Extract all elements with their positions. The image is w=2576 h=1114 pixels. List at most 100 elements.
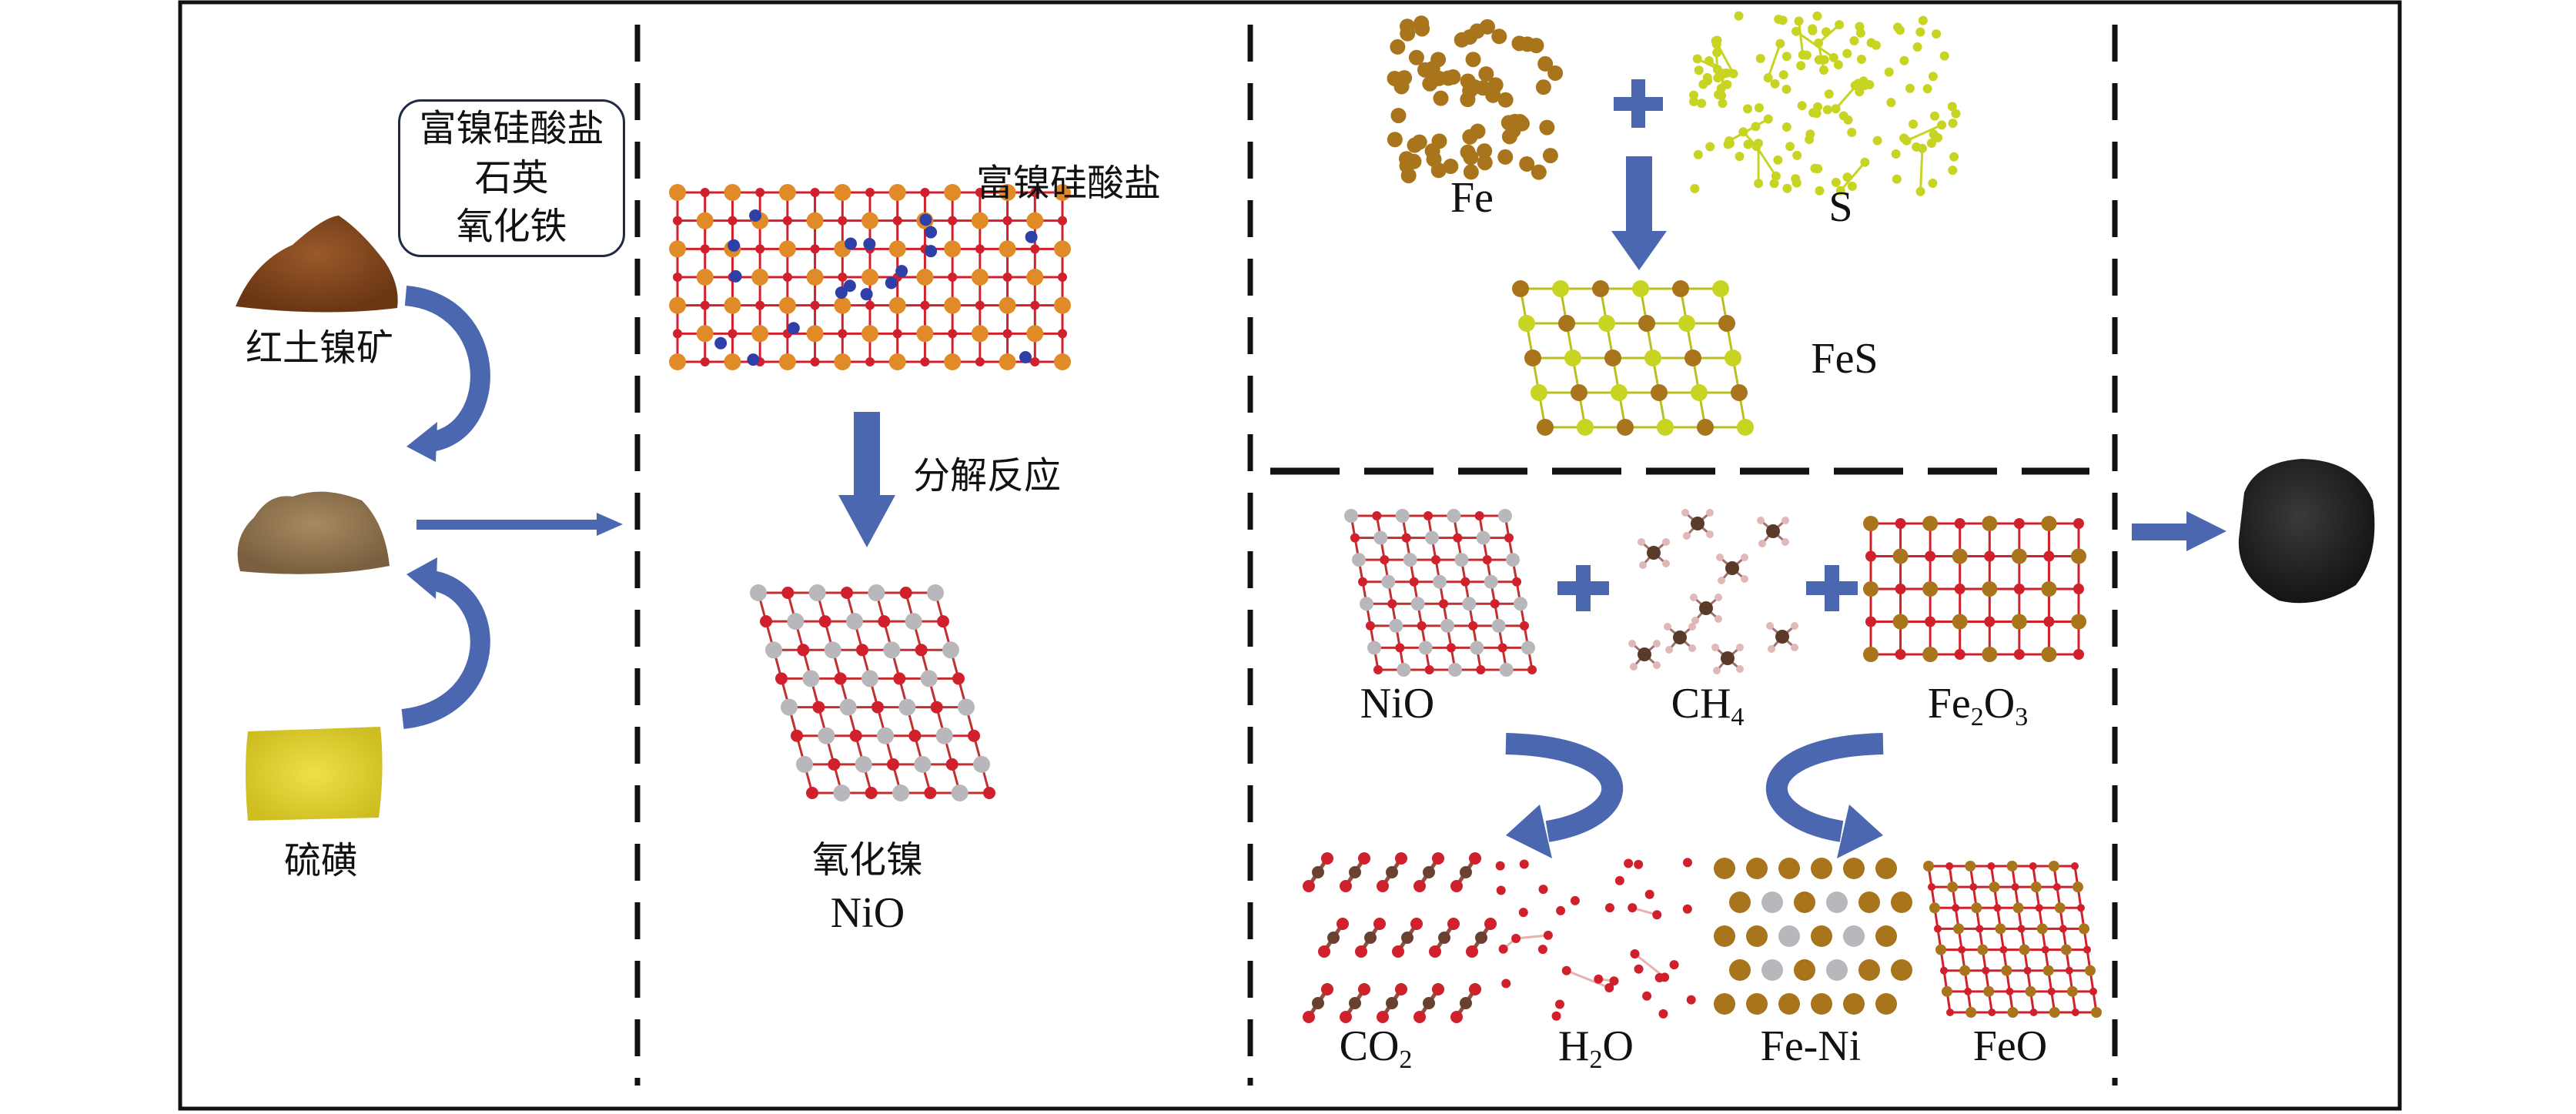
atom <box>1719 69 1729 79</box>
atom <box>1705 142 1715 152</box>
atom <box>948 216 958 226</box>
atom <box>1642 991 1652 1001</box>
atom <box>1761 892 1783 913</box>
atom <box>838 273 848 282</box>
atom <box>865 357 875 366</box>
atom <box>1686 995 1696 1005</box>
atom <box>1865 616 1876 627</box>
atom <box>2071 548 2086 564</box>
atom <box>1430 70 1447 86</box>
atom <box>1543 930 1553 940</box>
atom <box>1475 80 1491 96</box>
atom <box>673 329 682 339</box>
atom <box>944 353 962 370</box>
atom <box>1439 599 1448 609</box>
atom <box>1746 925 1768 947</box>
atom <box>1926 139 1936 149</box>
atom <box>1499 663 1514 677</box>
atom <box>673 273 682 282</box>
atom <box>846 613 863 631</box>
atom <box>808 584 826 601</box>
atom <box>1617 419 1634 436</box>
atom <box>1909 119 1919 129</box>
atom <box>871 701 884 714</box>
mineral-item: 富镍硅酸盐 <box>419 107 604 151</box>
atom <box>1349 997 1361 1009</box>
atom <box>1490 599 1500 609</box>
atom <box>1769 179 1779 189</box>
atom <box>1634 964 1644 974</box>
atom <box>893 672 906 685</box>
atom <box>1337 918 1349 930</box>
atom <box>1644 350 1661 366</box>
atom <box>1766 524 1780 538</box>
atom <box>1734 11 1744 21</box>
atom <box>892 784 909 801</box>
atom <box>1380 555 1390 565</box>
atom <box>1002 329 1012 339</box>
atom <box>669 184 686 201</box>
atom <box>1355 945 1367 958</box>
atom <box>1691 517 1705 530</box>
atom <box>1725 350 1741 366</box>
atom <box>927 584 944 601</box>
atom <box>1826 892 1848 913</box>
atom <box>1519 36 1535 52</box>
atom <box>1518 908 1528 918</box>
atom <box>1054 353 1071 370</box>
atom <box>700 244 710 254</box>
atom <box>1697 99 1707 109</box>
atom <box>1672 280 1689 297</box>
laterite-powder-image <box>236 216 398 313</box>
atom <box>1514 597 1527 611</box>
atom <box>1886 98 1896 108</box>
atom <box>1477 155 1493 171</box>
atom <box>1303 880 1315 892</box>
atom <box>1512 577 1521 587</box>
atom <box>1802 50 1812 60</box>
atom <box>729 269 742 283</box>
reaction-label: 分解反应 <box>912 454 1062 497</box>
atom <box>861 269 878 286</box>
atom <box>1662 560 1670 567</box>
atom <box>1519 859 1529 869</box>
atom <box>724 184 741 201</box>
atom <box>860 288 873 301</box>
atom <box>765 641 782 659</box>
atom <box>2011 883 2019 892</box>
atom <box>1928 72 1938 82</box>
atom <box>2013 649 2025 660</box>
arrow-to-product-shaft <box>2132 524 2190 540</box>
atom <box>1683 532 1691 540</box>
atom <box>1925 550 1936 562</box>
atom <box>883 641 901 659</box>
atom <box>1054 240 1071 258</box>
atom <box>1644 889 1654 899</box>
atom <box>865 188 875 197</box>
atom <box>1929 902 1940 914</box>
atom <box>1665 646 1673 654</box>
atom <box>1570 895 1580 905</box>
atom <box>1948 119 1958 129</box>
atom <box>2041 581 2057 597</box>
atom <box>1025 230 1038 243</box>
s-label: S <box>1828 183 1853 231</box>
atom <box>828 758 841 771</box>
atom <box>2041 647 2057 662</box>
atom <box>1925 616 1936 627</box>
atom <box>834 353 851 370</box>
atom <box>1775 38 1785 49</box>
atom <box>1491 618 1506 633</box>
atom <box>975 188 985 197</box>
atom <box>1538 885 1548 895</box>
curved-arrow-sulfur-head <box>406 557 437 599</box>
atom <box>1822 105 1832 115</box>
atom <box>925 245 938 258</box>
atom <box>1058 216 1067 226</box>
atom <box>1948 166 1958 176</box>
atom <box>1474 511 1484 520</box>
reactant-fe2o3-label: Fe2O3 <box>1927 680 2029 731</box>
atom <box>1718 99 1728 109</box>
atom <box>861 212 878 229</box>
atom <box>1447 918 1460 930</box>
